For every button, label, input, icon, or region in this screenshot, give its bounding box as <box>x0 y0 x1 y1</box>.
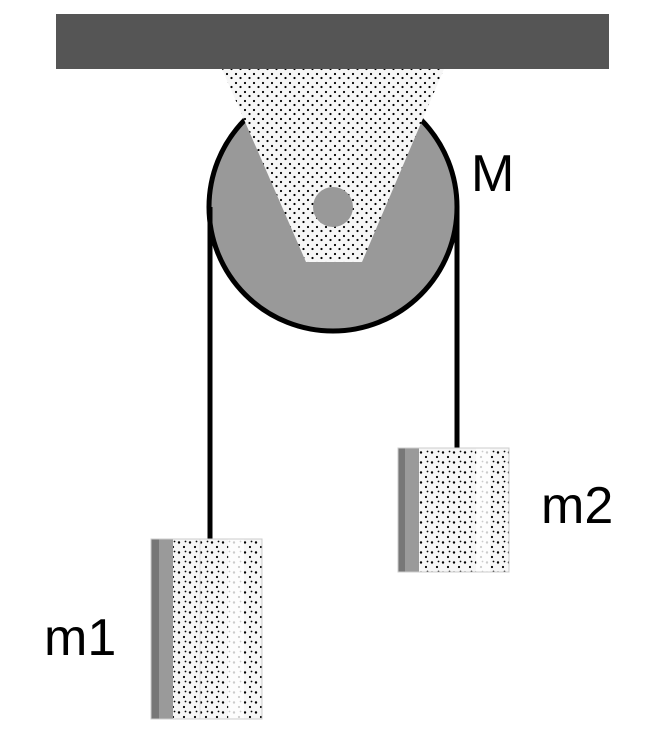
mass-block-m2 <box>397 447 510 573</box>
mass-m2-label: m2 <box>541 477 614 535</box>
pulley-bracket <box>222 69 444 262</box>
ceiling-beam <box>56 14 609 69</box>
mass-m1-label: m1 <box>44 609 117 667</box>
mass-block-m1 <box>150 538 263 720</box>
pulley-mass-label: M <box>471 145 515 203</box>
pulley-axle <box>313 187 353 227</box>
